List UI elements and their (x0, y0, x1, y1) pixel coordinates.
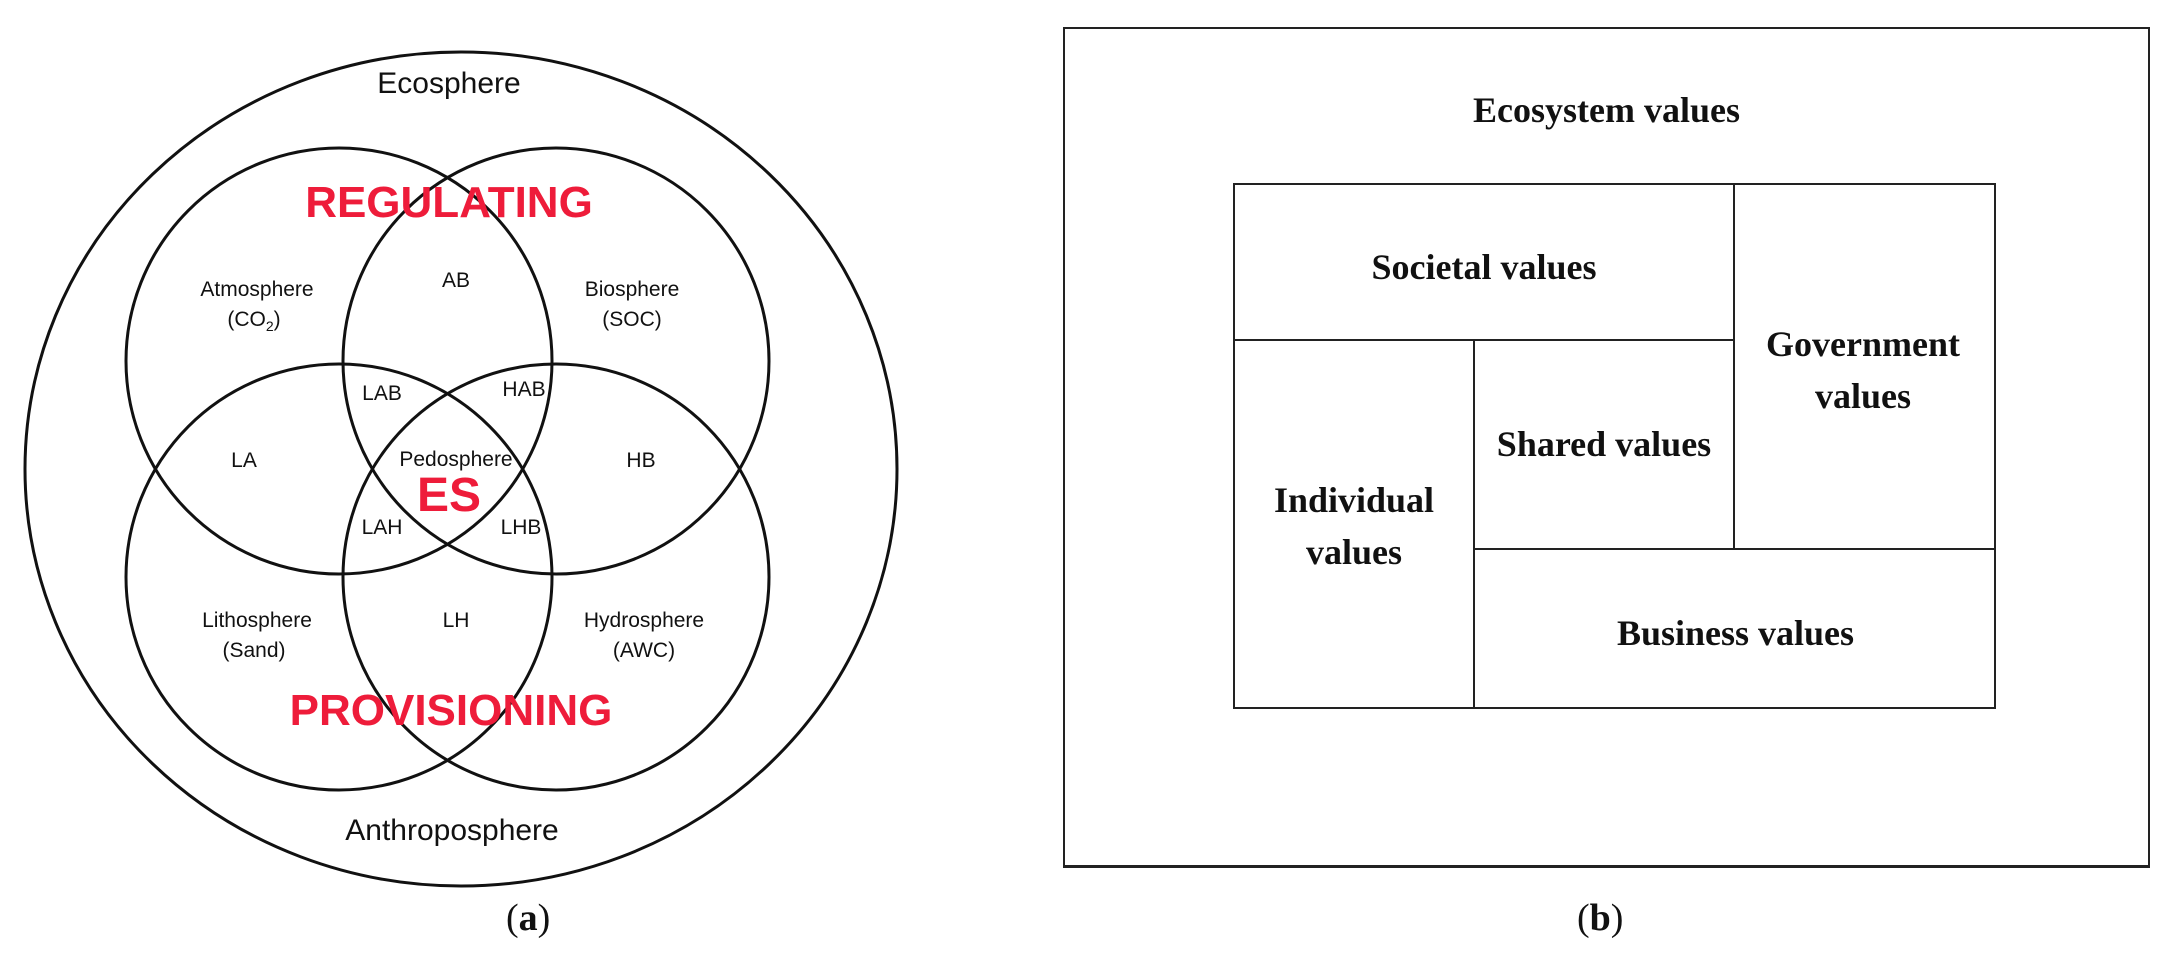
la-label: LA (231, 449, 257, 472)
government-values-label: Government values (1766, 324, 1960, 416)
regulating-label: REGULATING (305, 178, 593, 227)
individual-values-label: Individual values (1273, 480, 1435, 572)
atmosphere-label: Atmosphere (200, 278, 313, 301)
pedosphere-label: Pedosphere (399, 448, 512, 471)
ecosphere-outer-circle (23, 50, 899, 888)
societal-values-label: Societal values (1371, 247, 1597, 287)
caption-b: (b) (1577, 897, 1624, 939)
ab-label: AB (442, 269, 470, 292)
ecosphere-label: Ecosphere (377, 67, 520, 100)
hydrosphere-sub-label: (AWC) (613, 639, 675, 662)
ecosystem-values-label: Ecosystem values (1473, 90, 1740, 130)
lithosphere-circle (124, 362, 554, 792)
hydrosphere-circle (341, 362, 771, 792)
lah-label: LAH (362, 516, 403, 539)
lithosphere-sub-label: (Sand) (222, 639, 285, 662)
ecosystem-values-frame (1063, 27, 2150, 868)
hydrosphere-label: Hydrosphere (584, 609, 704, 632)
government-divider (1733, 183, 1735, 550)
ecosystem-services-label: ES (417, 469, 481, 522)
hab-label: HAB (502, 378, 545, 401)
societal-divider (1233, 339, 1735, 341)
hb-label: HB (626, 449, 655, 472)
shared-values-label: Shared values (1496, 424, 1712, 464)
anthroposphere-label: Anthroposphere (345, 814, 559, 847)
lh-label: LH (443, 609, 470, 632)
lab-label: LAB (362, 382, 402, 405)
lhb-label: LHB (501, 516, 542, 539)
business-divider (1473, 548, 1996, 550)
caption-a: (a) (506, 897, 551, 939)
biosphere-circle (341, 146, 771, 576)
venn-diagram-panel: Ecosphere Anthroposphere REGULATING PROV… (0, 0, 1060, 954)
lithosphere-label: Lithosphere (202, 609, 312, 632)
inner-values-grid (1233, 183, 1996, 709)
atmosphere-sub-label: (CO2) (227, 308, 280, 334)
business-values-label: Business values (1616, 613, 1855, 653)
provisioning-label: PROVISIONING (290, 686, 613, 735)
individual-divider (1473, 339, 1475, 709)
atmosphere-circle (124, 146, 554, 576)
biosphere-sub-label: (SOC) (602, 308, 662, 331)
biosphere-label: Biosphere (585, 278, 680, 301)
venn-diagram: Ecosphere Anthroposphere REGULATING PROV… (23, 50, 899, 888)
